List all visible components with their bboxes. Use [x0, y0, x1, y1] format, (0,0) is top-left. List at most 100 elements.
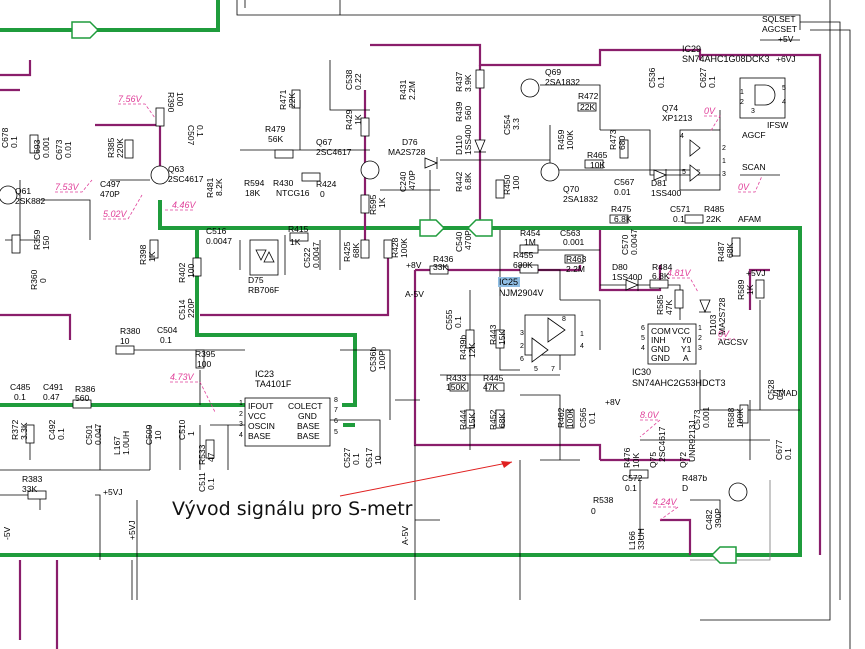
- ic30-pin: COM: [651, 326, 671, 336]
- diode-d75: [249, 239, 279, 276]
- comp-val: 33UH: [636, 528, 646, 550]
- resistor: [609, 214, 629, 224]
- comp-ref: C522: [302, 247, 312, 268]
- comp-val: 1SS400: [651, 188, 682, 198]
- comp-ref: C509: [144, 424, 154, 445]
- comp-ref: C514: [177, 299, 187, 320]
- resistor: [383, 239, 393, 259]
- comp-ref: R463: [566, 254, 587, 264]
- ic23-pin: OSCIN: [248, 421, 275, 431]
- comp-ref: C485: [10, 382, 31, 392]
- comp-ref: R462: [556, 407, 566, 428]
- comp-ref: C528: [766, 379, 776, 400]
- comp-ref: R444: [458, 409, 468, 430]
- net-label: -5V: [2, 526, 12, 540]
- svg-text:4: 4: [680, 133, 684, 140]
- comp-ref: Q69: [545, 67, 561, 77]
- comp-ref: R473: [608, 129, 618, 150]
- resistor: [11, 234, 21, 254]
- comp-ref: C510: [177, 419, 187, 440]
- resistor: [155, 107, 165, 127]
- svg-text:5: 5: [682, 169, 686, 176]
- comp-ref: Q67: [316, 137, 332, 147]
- comp-val: 12K: [467, 343, 477, 358]
- comp-val: 0.0047: [311, 242, 321, 268]
- resistor: [674, 289, 684, 309]
- ic30-pin-labels: COM INH GND GND VCC Y0 Y1 A: [651, 326, 692, 363]
- net-label: SMAD: [773, 388, 798, 398]
- comp-val: 560: [75, 393, 89, 403]
- comp-val: 0.1: [160, 335, 172, 345]
- comp-val: 2SC4617: [657, 426, 667, 462]
- comp-val: 1.0UH: [121, 431, 131, 455]
- resistor: [739, 404, 749, 424]
- comp-val: 0.1: [783, 448, 793, 460]
- component-symbols: [0, 69, 786, 502]
- comp-val: NTCG16: [276, 188, 310, 198]
- resistor: [584, 159, 604, 169]
- net-label: +5V: [778, 34, 794, 44]
- comp-ref: R415: [288, 224, 309, 234]
- comp-val: 0.47: [43, 392, 60, 402]
- diode-d75-a: [255, 249, 267, 261]
- comp-val: RB706F: [248, 285, 279, 295]
- comp-val: 150K: [446, 382, 466, 392]
- ic23-pin: COLECT: [288, 401, 322, 411]
- comp-ref: C491: [43, 382, 64, 392]
- comp-ref: C538: [344, 69, 354, 90]
- ic23-ref: IC23: [255, 369, 274, 379]
- comp-ref: C482: [704, 509, 714, 530]
- resistor: [495, 329, 505, 349]
- net-label: AGCSET: [762, 24, 797, 34]
- resistor: [149, 239, 159, 259]
- svg-text:7: 7: [551, 366, 555, 373]
- comp-val: 10K: [590, 160, 605, 170]
- transistor-q70: [540, 162, 560, 182]
- svg-text:4: 4: [239, 432, 243, 439]
- net-label: +6VJ: [776, 54, 796, 64]
- comp-ref: C504: [157, 325, 178, 335]
- ic30-body: [647, 323, 697, 365]
- comp-ref: Q74: [662, 103, 678, 113]
- net-label: AGCSV: [718, 337, 748, 347]
- comp-ref: R398: [138, 244, 148, 265]
- comp-val: 100K: [565, 408, 575, 428]
- comp-ref: R386: [75, 384, 96, 394]
- voltage-label: 5.02V: [103, 209, 128, 219]
- comp-val: 10: [120, 336, 130, 346]
- comp-val: 10: [153, 430, 163, 440]
- comp-val: 1SS400: [463, 124, 473, 155]
- comp-ref: Q75: [648, 452, 658, 468]
- comp-val: 15K: [467, 413, 477, 428]
- comp-ref: R402: [177, 262, 187, 283]
- transistor-q75: [728, 482, 748, 502]
- comp-ref: D75: [248, 275, 264, 285]
- comp-val: 56K: [268, 134, 283, 144]
- comp-val: 100K: [735, 408, 745, 428]
- resistor: [449, 382, 469, 392]
- voltage-label: 0V: [704, 106, 716, 116]
- voltage-readings: 7.56V 7.53V 5.02V 4.46V 0V 0V 4.81V 0V 4…: [55, 94, 750, 507]
- ic30-pin: INH: [651, 335, 666, 345]
- comp-ref: C497: [100, 179, 121, 189]
- comp-val: 0.1: [351, 453, 361, 465]
- ic30-ref: IC30: [632, 367, 651, 377]
- comp-val: 18K: [245, 188, 260, 198]
- ic30-pin: VCC: [672, 326, 690, 336]
- ic29-and-gate: [754, 84, 776, 106]
- comp-ref: Q72: [678, 452, 688, 468]
- svg-text:7: 7: [334, 407, 338, 414]
- diode-d103: [699, 299, 711, 314]
- comp-val: 0.001: [41, 136, 51, 158]
- resistor: [564, 254, 584, 264]
- ic25-opamp-b: [531, 337, 549, 363]
- comp-ref: R442: [454, 171, 464, 192]
- comp-ref: R439: [454, 101, 464, 122]
- resistor: [565, 409, 575, 429]
- comp-val: 100K: [399, 238, 409, 258]
- resistor: [519, 264, 539, 274]
- comp-val: 68K: [497, 413, 507, 428]
- svg-text:4: 4: [782, 99, 786, 106]
- comp-ref: R437: [454, 71, 464, 92]
- svg-text:6: 6: [334, 418, 338, 425]
